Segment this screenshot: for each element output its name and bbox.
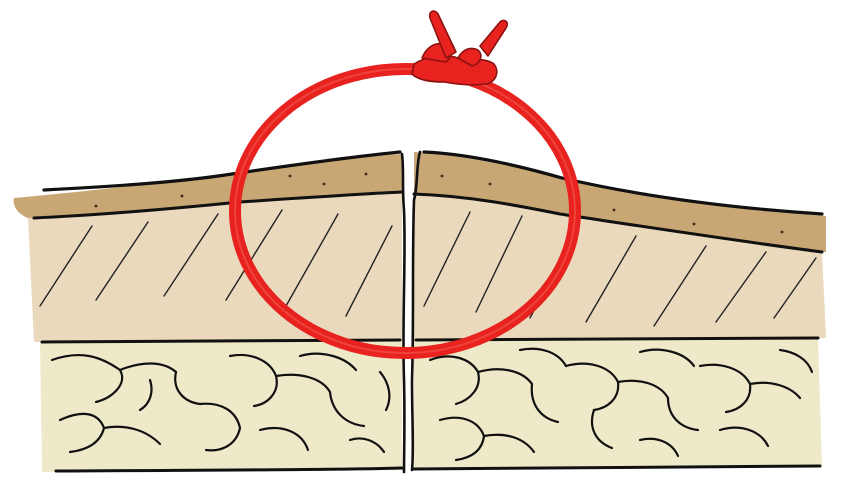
fat-layer-right xyxy=(414,338,822,470)
knot-icon xyxy=(412,11,507,85)
incision-left-edge xyxy=(402,154,405,472)
fat-layer xyxy=(40,338,822,472)
